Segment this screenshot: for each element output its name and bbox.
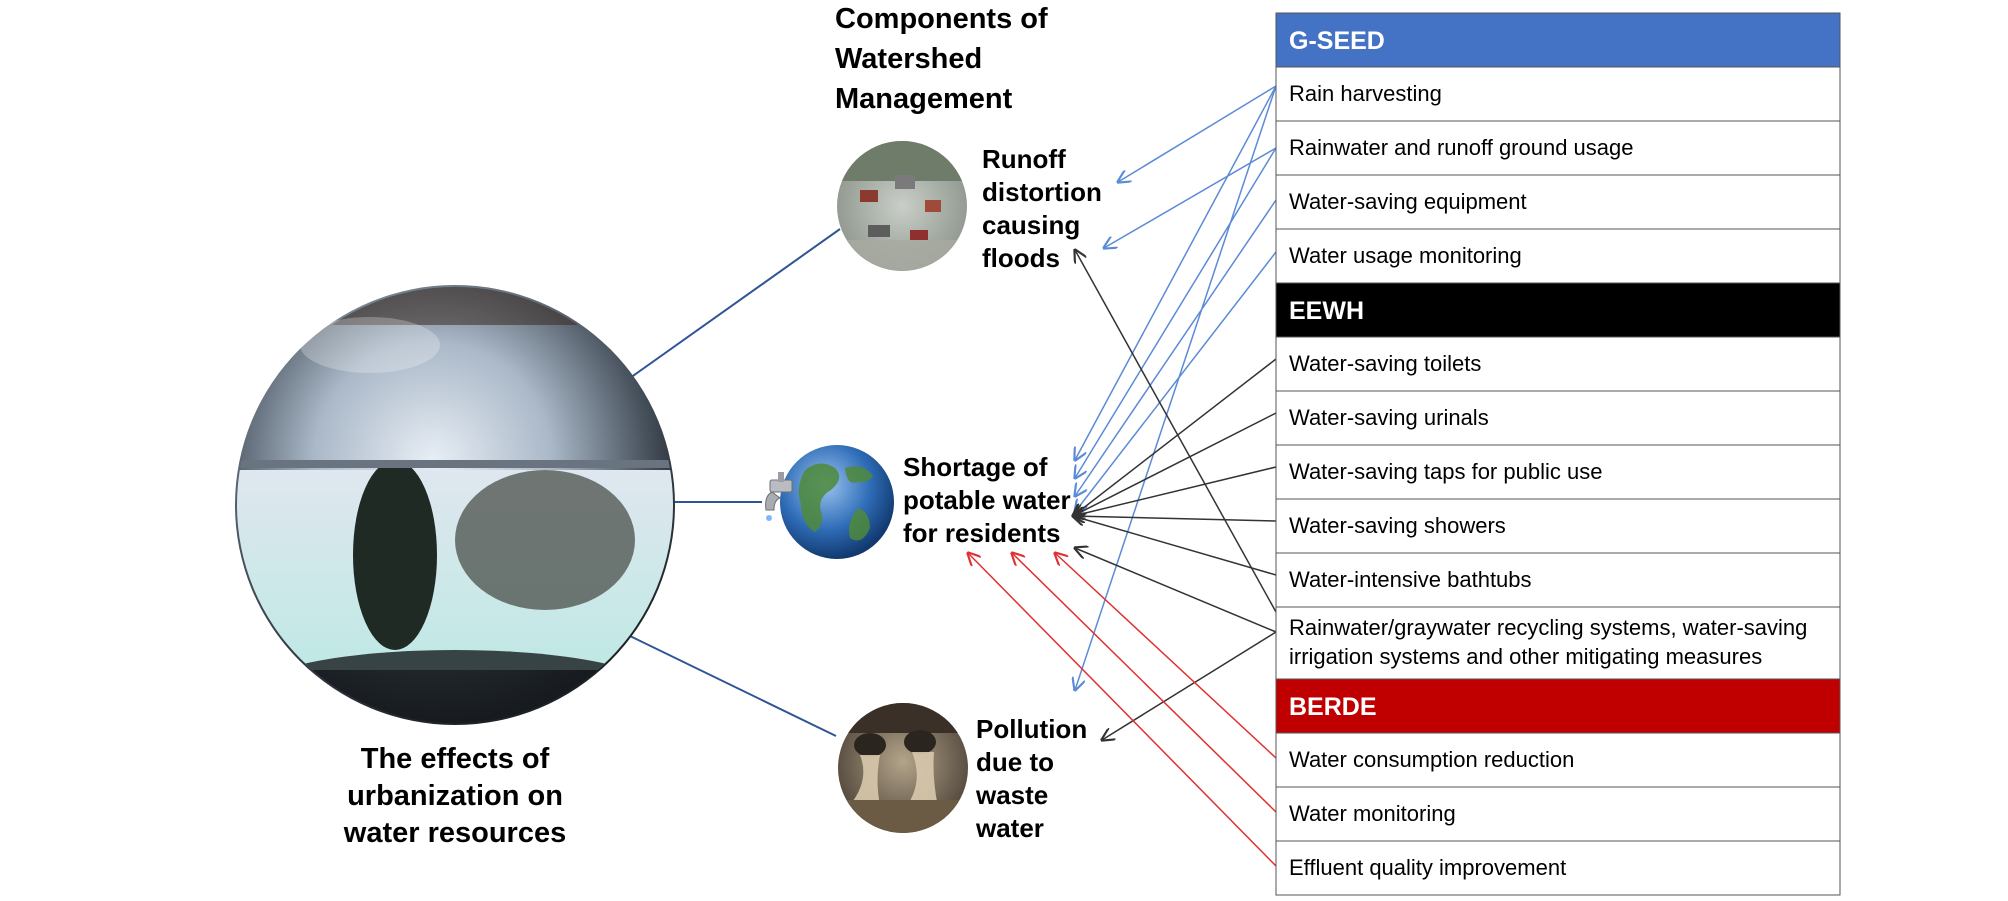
table-row-background xyxy=(1275,606,1841,680)
ball-connectors xyxy=(629,228,841,737)
table-header-label: G-SEED xyxy=(1289,27,1385,55)
table-row: Water-saving equipment xyxy=(1275,174,1841,230)
criteria-arrow xyxy=(1075,85,1277,460)
table-row-label: Rainwater and runoff ground usage xyxy=(1289,135,1634,160)
pollution-label-line: due to xyxy=(976,747,1054,777)
effects-title-line: urbanization on xyxy=(347,780,563,812)
criteria-arrow xyxy=(1075,548,1277,633)
table-row: Water-saving taps for public use xyxy=(1275,444,1841,500)
pollution-label: Pollution due to waste water xyxy=(975,714,1087,843)
table-group-header: EEWH xyxy=(1275,282,1841,338)
table-row-label: Rain harvesting xyxy=(1289,81,1442,106)
effects-title: The effects of urbanization on water res… xyxy=(343,743,566,849)
table-row-label: Water monitoring xyxy=(1289,801,1456,826)
table-row: Effluent quality improvement xyxy=(1275,840,1841,896)
table-row-label: Effluent quality improvement xyxy=(1289,855,1566,880)
runoff-label-line: Runoff xyxy=(982,144,1066,174)
globe-faucet-icon xyxy=(765,445,894,559)
table-row: Water-saving showers xyxy=(1275,498,1841,554)
table-row: Water-saving toilets xyxy=(1275,336,1841,392)
table-row-label: Water-saving showers xyxy=(1289,513,1506,538)
runoff-label-line: floods xyxy=(982,243,1060,273)
table-row-label: Water-saving urinals xyxy=(1289,405,1489,430)
criteria-arrow xyxy=(1012,553,1277,813)
table-row-background xyxy=(1275,498,1841,554)
table-row-background xyxy=(1275,840,1841,896)
criteria-arrow xyxy=(1073,466,1277,516)
connector-runoff xyxy=(629,228,841,379)
table-row-background xyxy=(1275,390,1841,446)
table-row: Water-saving urinals xyxy=(1275,390,1841,446)
table-row-background xyxy=(1275,552,1841,608)
criteria-arrow xyxy=(1075,250,1277,613)
criteria-arrow xyxy=(968,553,1277,867)
criteria-arrow xyxy=(1118,85,1277,182)
effects-title-line: water resources xyxy=(343,817,566,849)
criteria-arrow xyxy=(1055,553,1277,759)
criteria-arrow xyxy=(1104,147,1277,248)
table-row-label: Rainwater/graywater recycling systems, w… xyxy=(1289,615,1807,640)
table-header-background xyxy=(1275,678,1841,734)
arrows-layer xyxy=(968,85,1277,867)
table-row: Rain harvesting xyxy=(1275,66,1841,122)
shortage-label-line: for residents xyxy=(903,518,1061,548)
table-row: Water-intensive bathtubs xyxy=(1275,552,1841,608)
criteria-arrow xyxy=(1075,199,1277,496)
table-row-label: Water usage monitoring xyxy=(1289,243,1522,268)
shortage-label-line: potable water xyxy=(903,485,1071,515)
crystal-ball-icon xyxy=(235,285,675,725)
components-title-line: Management xyxy=(835,83,1013,115)
table-group-header: G-SEED xyxy=(1275,12,1841,68)
table-row-label: Water consumption reduction xyxy=(1289,747,1574,772)
shortage-label: Shortage of potable water for residents xyxy=(903,452,1071,548)
runoff-label-line: causing xyxy=(982,210,1080,240)
table-row-background xyxy=(1275,120,1841,176)
table-row-background xyxy=(1275,174,1841,230)
table-row-background xyxy=(1275,66,1841,122)
table-row: Rainwater/graywater recycling systems, w… xyxy=(1275,606,1841,680)
table-row-background xyxy=(1275,732,1841,788)
criteria-arrow xyxy=(1075,147,1277,478)
effects-title-line: The effects of xyxy=(361,743,550,775)
table-row-label: irrigation systems and other mitigating … xyxy=(1289,644,1762,669)
criteria-arrow xyxy=(1102,631,1277,740)
criteria-arrow xyxy=(1073,358,1277,516)
flooded-town-icon xyxy=(837,141,967,271)
table-header-label: EEWH xyxy=(1289,297,1364,325)
runoff-label-line: distortion xyxy=(982,177,1102,207)
table-row-label: Water-saving toilets xyxy=(1289,351,1481,376)
table-row: Water consumption reduction xyxy=(1275,732,1841,788)
table-row-background xyxy=(1275,336,1841,392)
table-row-label: Water-saving equipment xyxy=(1289,189,1527,214)
connector-pollution xyxy=(629,635,837,737)
shortage-label-line: Shortage of xyxy=(903,452,1048,482)
components-title-line: Watershed xyxy=(835,43,982,75)
table-header-background xyxy=(1275,12,1841,68)
table-row-label: Water-saving taps for public use xyxy=(1289,459,1602,484)
table-row-label: Water-intensive bathtubs xyxy=(1289,567,1532,592)
table-row-background xyxy=(1275,228,1841,284)
table-row: Rainwater and runoff ground usage xyxy=(1275,120,1841,176)
table-row: Water usage monitoring xyxy=(1275,228,1841,284)
table-row-background xyxy=(1275,444,1841,500)
pollution-label-line: waste xyxy=(975,780,1048,810)
criteria-arrow xyxy=(1075,85,1277,690)
criteria-arrow xyxy=(1075,251,1277,512)
table-header-label: BERDE xyxy=(1289,693,1377,721)
criteria-arrow xyxy=(1073,516,1277,576)
criteria-arrow xyxy=(1073,412,1277,516)
table-header-background xyxy=(1275,282,1841,338)
components-title-line: Components of xyxy=(835,3,1048,35)
pollution-label-line: Pollution xyxy=(976,714,1087,744)
pollution-label-line: water xyxy=(975,813,1044,843)
table-row-background xyxy=(1275,786,1841,842)
runoff-label: Runoff distortion causing floods xyxy=(982,144,1102,273)
table-group-header: BERDE xyxy=(1275,678,1841,734)
components-title: Components of Watershed Management xyxy=(835,3,1048,115)
criteria-arrow xyxy=(1073,516,1277,521)
waste-pipes-icon xyxy=(838,703,968,833)
table-row: Water monitoring xyxy=(1275,786,1841,842)
